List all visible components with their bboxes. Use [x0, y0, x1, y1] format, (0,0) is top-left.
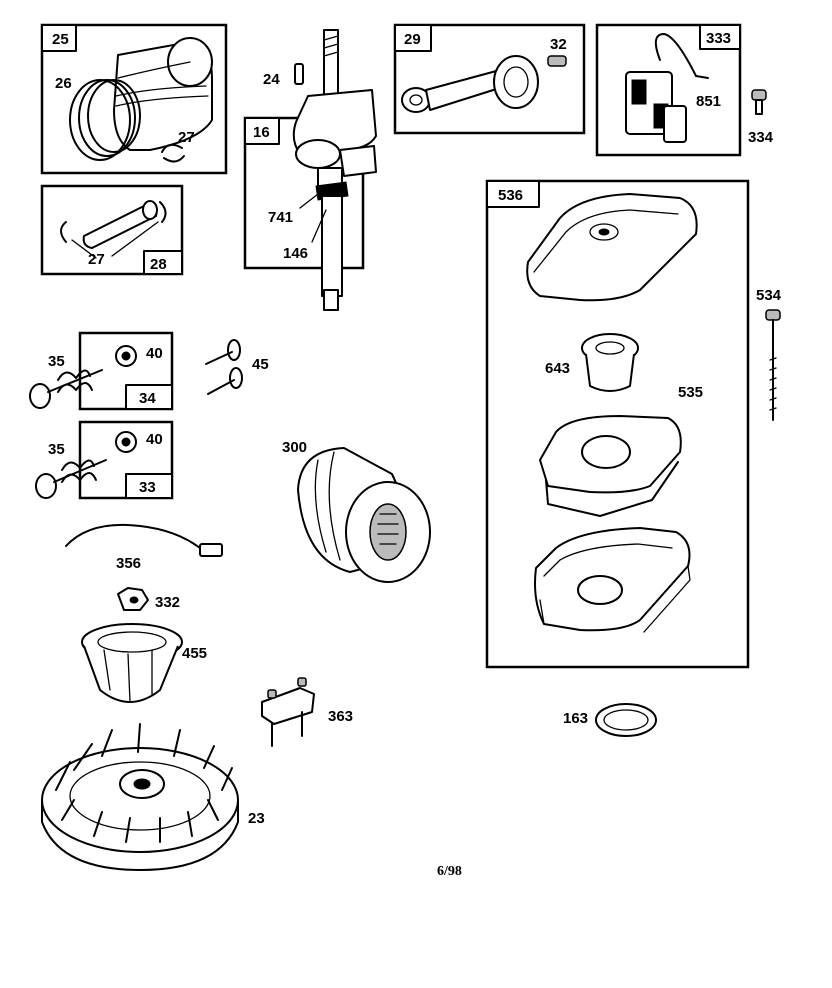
air-cleaner-base-drawing [534, 527, 691, 633]
label-334: 334 [748, 129, 774, 146]
label-27-pin: 27 [88, 251, 105, 268]
bolt-534: 534 [756, 287, 782, 421]
label-741: 741 [268, 209, 293, 226]
label-27-clip: 27 [178, 129, 195, 146]
label-32: 32 [550, 36, 567, 53]
label-535: 535 [678, 384, 703, 401]
label-26: 26 [55, 75, 72, 92]
label-24: 24 [263, 71, 280, 88]
foam-filter-643-drawing [581, 333, 639, 392]
box-34-number: 34 [139, 390, 156, 407]
air-cleaner-cover-drawing [526, 193, 698, 302]
label-40-lower: 40 [146, 431, 163, 448]
paper-filter-drawing [539, 415, 682, 517]
flywheel-23: 23 [41, 723, 265, 871]
box-16-number: 16 [253, 124, 270, 141]
label-40-upper: 40 [146, 345, 163, 362]
box-28-wrist-pin: 28 27 [40, 184, 184, 276]
box-25-number: 25 [52, 31, 69, 48]
box-333-armature: 333 851 [595, 23, 742, 157]
label-332: 332 [155, 594, 180, 611]
box-29-number: 29 [404, 31, 421, 48]
key-24 [294, 63, 304, 85]
box-33-number: 33 [139, 479, 156, 496]
valve-spring-34-drawing [29, 345, 137, 409]
seal-163: 163 [563, 703, 657, 737]
label-851: 851 [696, 93, 721, 110]
label-35-upper: 35 [48, 353, 65, 370]
bracket-363: 363 [261, 677, 353, 747]
label-35-lower: 35 [48, 441, 65, 458]
label-363: 363 [328, 708, 353, 725]
connecting-rod-drawing [401, 55, 567, 113]
screw-334: 334 [748, 89, 774, 146]
box-333-number: 333 [706, 30, 731, 47]
box-34-valve-assembly: 34 35 40 [29, 331, 174, 411]
muffler-300: 300 [282, 439, 431, 583]
label-643: 643 [545, 360, 570, 377]
starter-cup-455: 455 [81, 623, 207, 703]
box-29-connecting-rod: 29 32 [393, 23, 586, 135]
pushrods-45: 45 [205, 339, 269, 395]
box-28-number: 28 [150, 256, 167, 273]
label-356: 356 [116, 555, 141, 572]
label-163: 163 [563, 710, 588, 727]
label-23: 23 [248, 810, 265, 827]
armature-drawing [625, 33, 709, 143]
box-25-piston-assembly: 25 26 27 [40, 23, 228, 175]
piston-drawing [69, 37, 213, 163]
nut-332: 332 [117, 587, 180, 611]
label-534: 534 [756, 287, 782, 304]
revision-date: 6/98 [437, 864, 462, 879]
wrist-pin-drawing [60, 200, 167, 259]
label-146: 146 [283, 245, 308, 262]
label-45: 45 [252, 356, 269, 373]
ground-wire-356: 356 [65, 523, 223, 572]
crankshaft-drawing [292, 29, 377, 311]
label-300: 300 [282, 439, 307, 456]
box-536-air-cleaner: 536 643 535 [485, 179, 750, 669]
label-455: 455 [182, 645, 207, 662]
box-536-number: 536 [498, 187, 523, 204]
box-33-valve-assembly: 33 35 40 [35, 420, 174, 500]
box-16-crankshaft: 16 24 741 146 [243, 29, 377, 311]
valve-spring-33-drawing [35, 431, 137, 499]
